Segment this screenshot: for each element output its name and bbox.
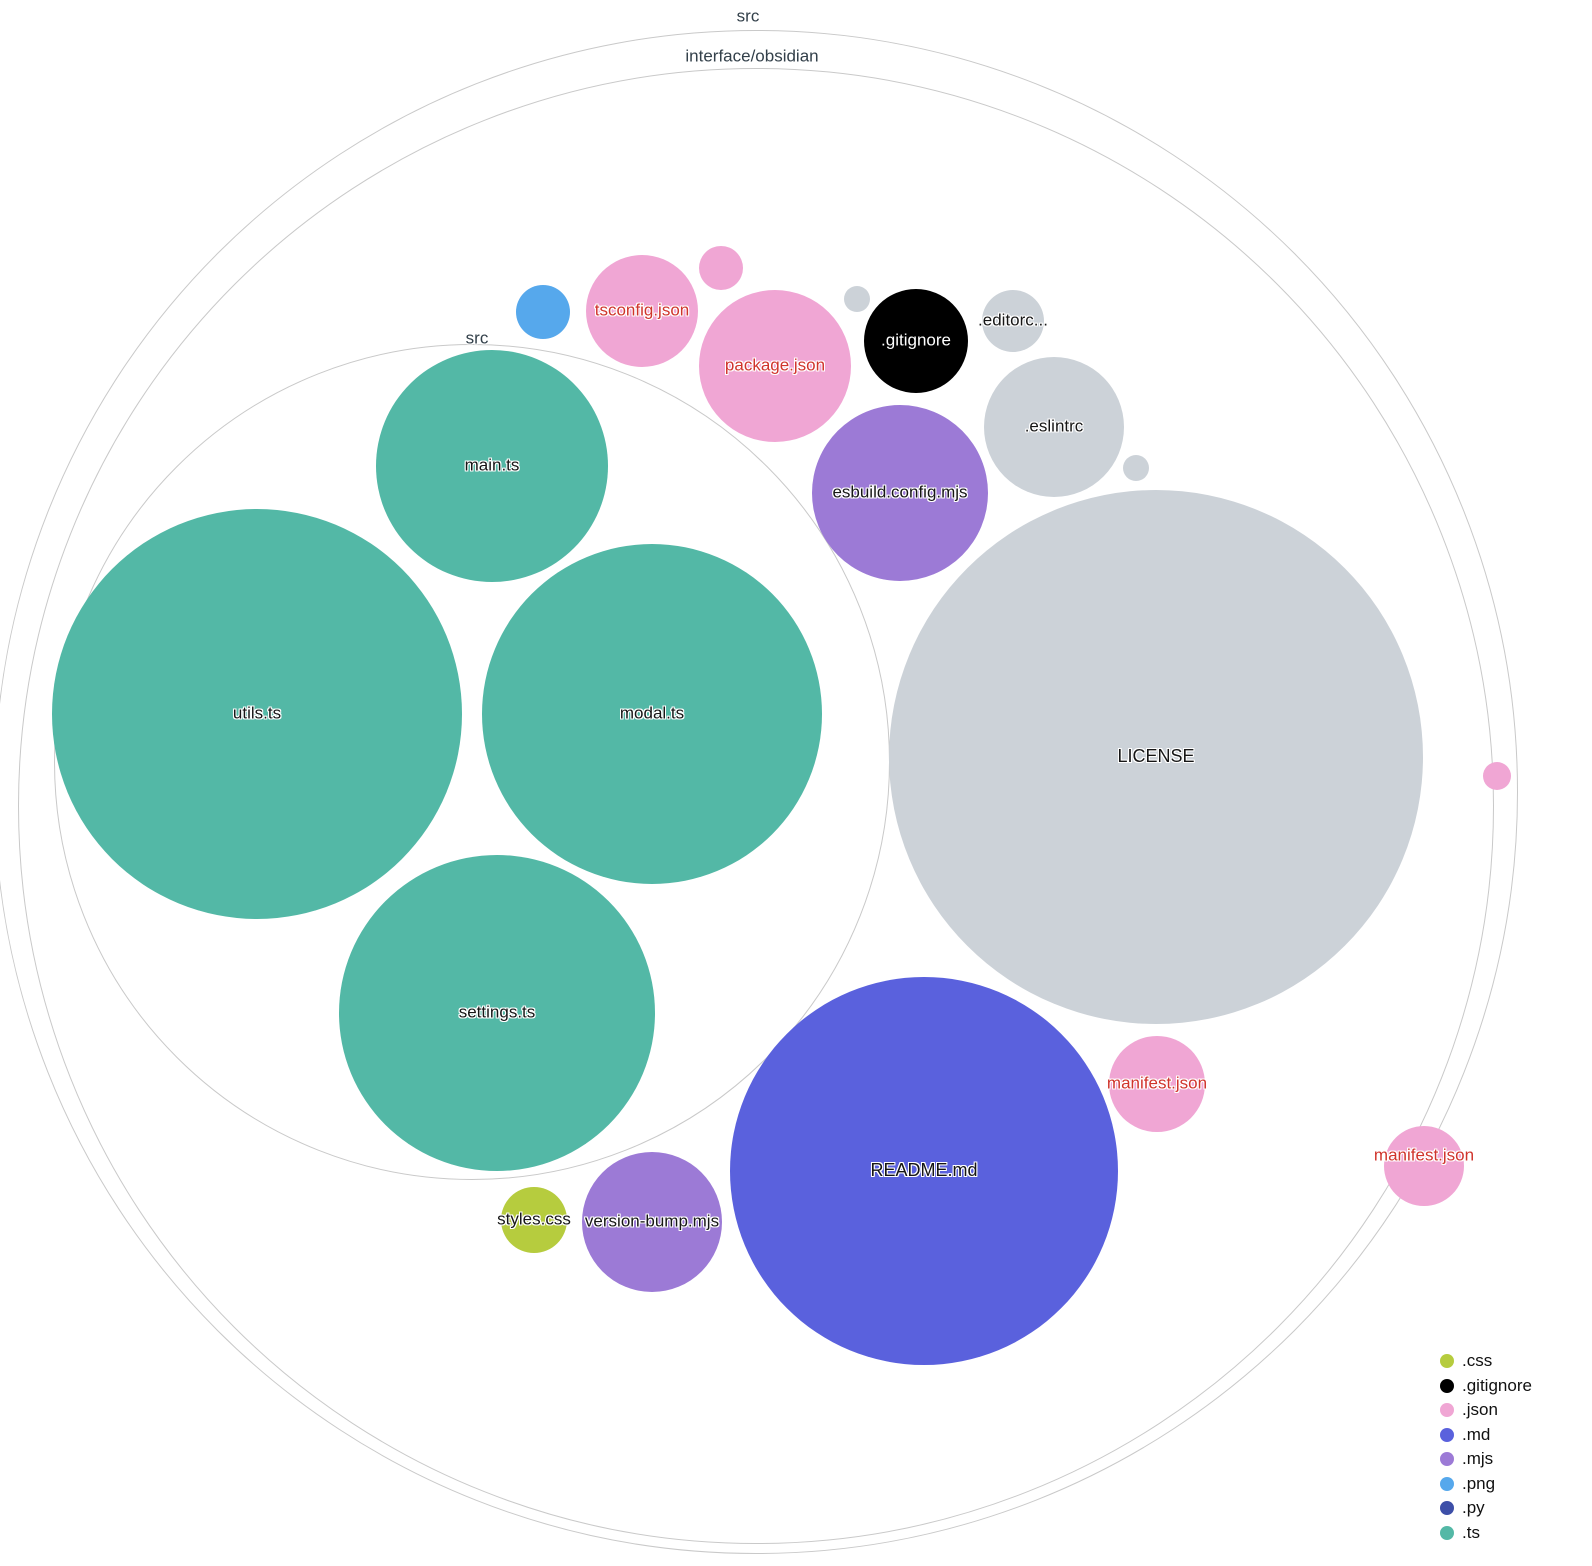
legend-item-ts: .ts — [1440, 1521, 1532, 1546]
folder-circle-interface-obsidian — [18, 68, 1494, 1544]
file-bubble-small-json-top[interactable] — [699, 246, 743, 290]
file-bubble-settings-ts[interactable] — [339, 855, 655, 1171]
file-bubble-manifest-json[interactable] — [1109, 1036, 1205, 1132]
legend-swatch-py-icon — [1440, 1501, 1454, 1516]
folder-circle-root-src — [0, 30, 1518, 1554]
legend-swatch-gitignore-icon — [1440, 1378, 1454, 1393]
legend-item-json: .json — [1440, 1398, 1532, 1423]
legend-swatch-md-icon — [1440, 1427, 1454, 1442]
file-bubble-small-misc-1[interactable] — [844, 286, 870, 312]
file-bubble-license[interactable] — [889, 490, 1423, 1024]
file-bubble-png-file[interactable] — [516, 285, 570, 339]
file-bubble-esbuild-config-mjs[interactable] — [812, 405, 988, 581]
file-bubble-main-ts[interactable] — [376, 350, 608, 582]
legend-label-png: .png — [1462, 1473, 1496, 1493]
legend-label-json: .json — [1462, 1400, 1498, 1420]
file-bubble-small-misc-2[interactable] — [1123, 455, 1149, 481]
legend-item-md: .md — [1440, 1423, 1532, 1448]
legend-swatch-png-icon — [1440, 1476, 1454, 1491]
folder-label-root-src: src — [736, 6, 760, 26]
legend-swatch-ts-icon — [1440, 1525, 1454, 1540]
legend-item-css: .css — [1440, 1349, 1532, 1374]
legend-label-gitignore: .gitignore — [1462, 1375, 1532, 1395]
legend-item-py: .py — [1440, 1496, 1532, 1521]
file-bubble-gitignore[interactable] — [864, 289, 968, 393]
file-bubble-package-json[interactable] — [699, 290, 851, 442]
legend-item-mjs: .mjs — [1440, 1447, 1532, 1472]
legend-label-md: .md — [1462, 1424, 1491, 1444]
file-bubble-version-bump-mjs[interactable] — [582, 1152, 722, 1292]
legend-swatch-json-icon — [1440, 1403, 1454, 1418]
file-bubble-modal-ts[interactable] — [482, 544, 822, 884]
legend-item-gitignore: .gitignore — [1440, 1374, 1532, 1399]
file-bubble-readme-md[interactable] — [730, 977, 1118, 1365]
legend-label-css: .css — [1462, 1351, 1493, 1371]
legend-item-png: .png — [1440, 1472, 1532, 1497]
legend-swatch-mjs-icon — [1440, 1452, 1454, 1467]
legend-label-mjs: .mjs — [1462, 1449, 1494, 1469]
file-bubble-manifest-json-outer[interactable] — [1384, 1126, 1464, 1206]
legend-swatch-css-icon — [1440, 1354, 1454, 1369]
legend-label-ts: .ts — [1462, 1522, 1480, 1542]
file-bubble-utils-ts[interactable] — [52, 509, 462, 919]
legend-label-py: .py — [1462, 1498, 1485, 1518]
file-bubble-editorconfig[interactable] — [982, 290, 1044, 352]
file-bubble-tsconfig-json[interactable] — [586, 255, 698, 367]
file-bubble-small-json-right[interactable] — [1483, 762, 1511, 790]
extension-legend: .css .gitignore .json .md .mjs .png .py .ts — [1440, 1349, 1532, 1545]
file-bubble-eslintrc[interactable] — [984, 357, 1124, 497]
file-bubble-styles-css[interactable] — [501, 1187, 567, 1253]
